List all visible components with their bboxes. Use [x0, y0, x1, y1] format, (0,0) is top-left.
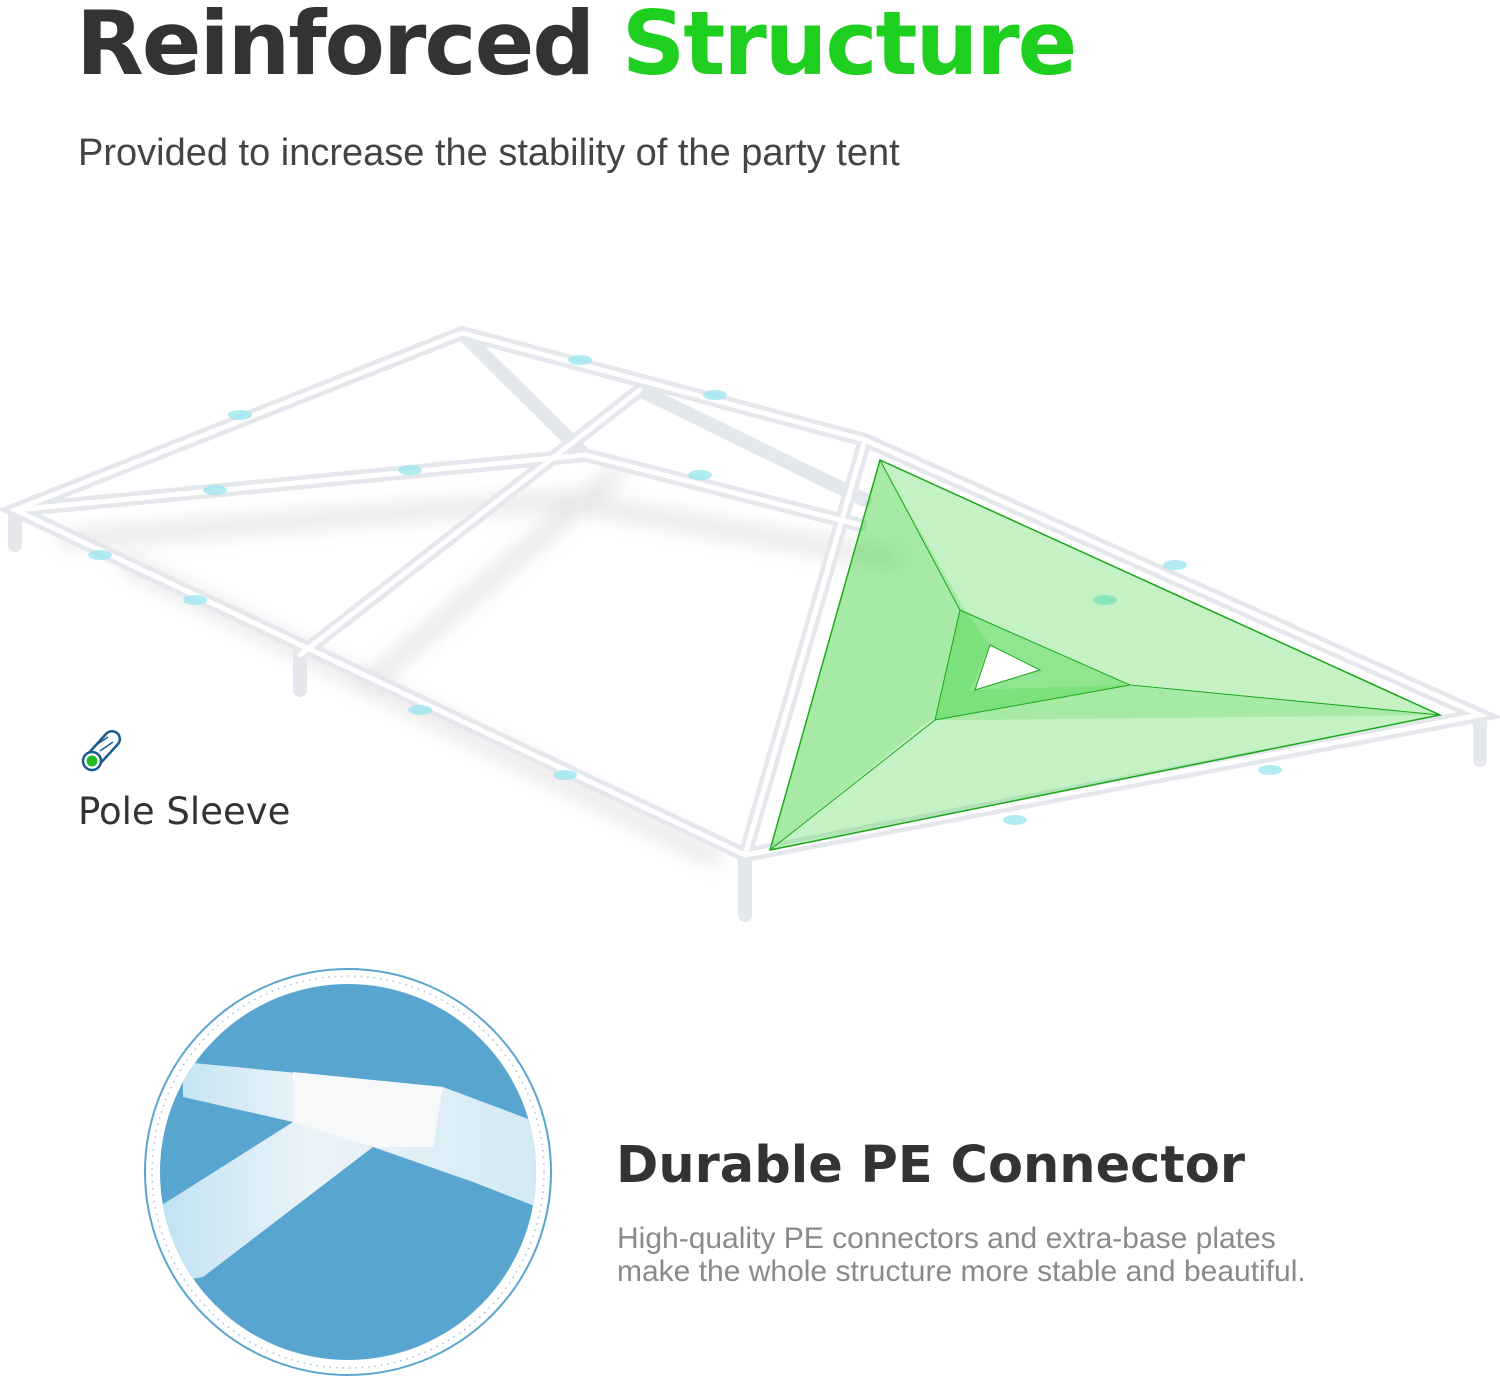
- feature-description: High-quality PE connectors and extra-bas…: [617, 1222, 1306, 1288]
- tent-frame-illustration: [0, 326, 1500, 922]
- feature-title: Durable PE Connector: [616, 1136, 1245, 1195]
- title-main: Reinforced: [76, 0, 595, 95]
- reinforcement-triangle: [768, 458, 1443, 851]
- connector-closeup-image: [144, 968, 552, 1376]
- page-title: Reinforced Structure: [76, 0, 1077, 95]
- pole-sleeve-label: Pole Sleeve: [78, 790, 291, 833]
- pole-sleeve-icon: [81, 729, 122, 772]
- title-accent: Structure: [621, 0, 1077, 95]
- subtitle: Provided to increase the stability of th…: [78, 132, 900, 174]
